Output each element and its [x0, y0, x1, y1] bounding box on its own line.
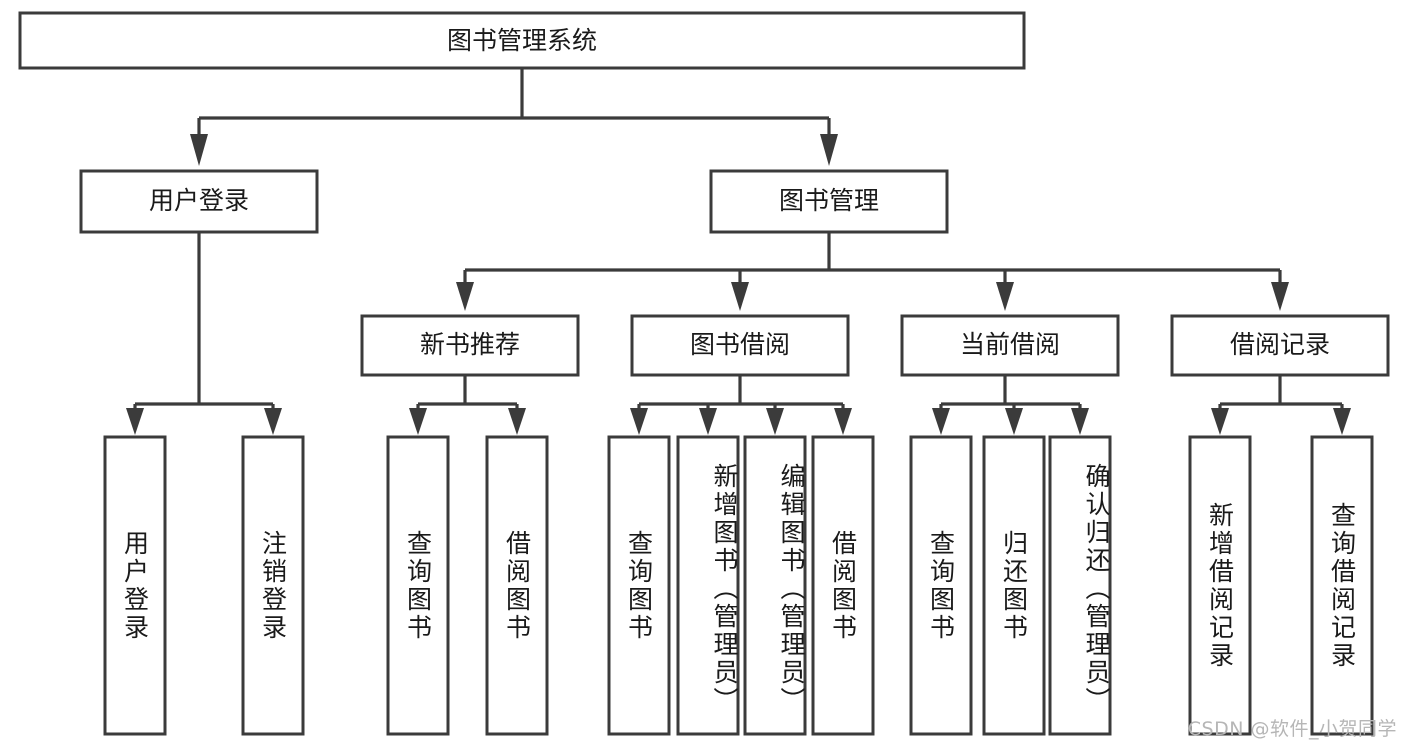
connector-group-root-to-level2: [190, 68, 838, 166]
node-leaf-logout-box[interactable]: [241, 435, 305, 736]
node-leaf-borrow-book-box[interactable]: [811, 435, 875, 736]
arrowhead-edit-book-admin: [766, 408, 784, 435]
arrowhead-borrow-record: [1271, 282, 1289, 311]
node-new-book-rec[interactable]: 新书推荐: [360, 314, 580, 377]
node-current-borrow-label: 当前借阅: [960, 330, 1060, 359]
arrowhead-leaf-logout: [264, 408, 282, 435]
node-root-label: 图书管理系统: [447, 26, 597, 55]
node-leaf-rec-query-book-box[interactable]: [386, 435, 450, 736]
arrowhead-new-book-rec: [456, 282, 474, 311]
arrowhead-book-borrow: [731, 282, 749, 311]
arrowhead-add-borrow-record: [1211, 408, 1229, 435]
connector-group-current-borrow-to-leaves: [932, 375, 1089, 435]
connector-group-borrow-record-to-leaves: [1211, 375, 1351, 435]
node-leaf-add-book-admin-box[interactable]: [676, 435, 740, 736]
node-book-manage-box[interactable]: [709, 169, 949, 234]
arrowhead-user-login: [190, 134, 208, 166]
arrowhead-cur-query-book: [932, 408, 950, 435]
node-leaf-cur-query-book-box[interactable]: [909, 435, 973, 736]
arrowhead-return-book: [1005, 408, 1023, 435]
arrowhead-borrow-query-book: [630, 408, 648, 435]
node-current-borrow-box[interactable]: [900, 314, 1120, 377]
node-book-manage-label: 图书管理: [779, 186, 879, 215]
connector-group-user-login-to-leaves: [126, 232, 282, 435]
node-leaf-rec-borrow-book-box[interactable]: [485, 435, 549, 736]
node-leaf-edit-book-admin-box[interactable]: [743, 435, 807, 736]
connector-group-book-manage-to-level3: [456, 232, 1289, 311]
node-user-login[interactable]: 用户登录: [79, 169, 319, 234]
arrowhead-leaf-user-login: [126, 408, 144, 435]
node-leaf-return-book-box[interactable]: [982, 435, 1046, 736]
node-leaf-confirm-return-admin-box[interactable]: [1048, 435, 1112, 736]
node-user-login-label: 用户登录: [149, 186, 249, 215]
node-book-borrow[interactable]: 图书借阅: [630, 314, 850, 377]
connector-group-new-book-rec-to-leaves: [409, 375, 526, 435]
node-book-manage[interactable]: 图书管理: [709, 169, 949, 234]
arrowhead-borrow-book: [834, 408, 852, 435]
node-root-box[interactable]: [18, 11, 1026, 70]
node-new-book-rec-label: 新书推荐: [420, 330, 520, 359]
node-leaf-borrow-query-book-box[interactable]: [607, 435, 671, 736]
node-borrow-record-label: 借阅记录: [1230, 330, 1330, 359]
node-leaf-query-borrow-record-box[interactable]: [1310, 435, 1374, 736]
connector-group-book-borrow-to-leaves: [630, 375, 852, 435]
arrowhead-rec-borrow-book: [508, 408, 526, 435]
node-root[interactable]: 图书管理系统: [18, 11, 1026, 70]
arrowhead-rec-query-book: [409, 408, 427, 435]
csdn-watermark: CSDN @软件_小贺同学: [1187, 718, 1397, 740]
arrowhead-add-book-admin: [699, 408, 717, 435]
arrowhead-current-borrow: [996, 282, 1014, 311]
node-borrow-record[interactable]: 借阅记录: [1170, 314, 1390, 377]
node-user-login-box[interactable]: [79, 169, 319, 234]
node-leaf-user-login-box[interactable]: [103, 435, 167, 736]
node-leaf-add-borrow-record-box[interactable]: [1188, 435, 1252, 736]
node-new-book-rec-box[interactable]: [360, 314, 580, 377]
node-book-borrow-box[interactable]: [630, 314, 850, 377]
arrowhead-query-borrow-record: [1333, 408, 1351, 435]
node-book-borrow-label: 图书借阅: [690, 330, 790, 359]
node-borrow-record-box[interactable]: [1170, 314, 1390, 377]
arrowhead-confirm-return-admin: [1071, 408, 1089, 435]
node-current-borrow[interactable]: 当前借阅: [900, 314, 1120, 377]
arrowhead-book-manage: [820, 134, 838, 166]
